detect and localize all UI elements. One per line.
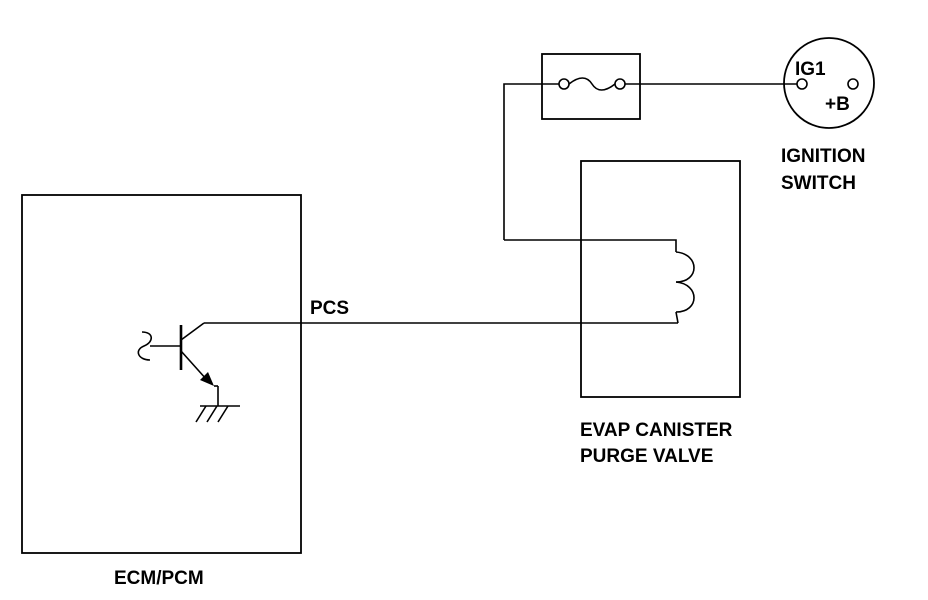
evap-valve-label-line1: EVAP CANISTER	[580, 420, 733, 441]
ground-icon	[195, 386, 240, 423]
plus-b-terminal	[847, 78, 859, 90]
ignition-label-line1: IGNITION	[781, 146, 865, 167]
ecm-pcm-label: ECM/PCM	[114, 568, 204, 589]
solenoid-coil-icon	[504, 239, 695, 324]
ecm-pcm-box	[21, 194, 302, 554]
ig1-terminal	[796, 78, 808, 90]
npn-transistor-icon	[137, 322, 218, 387]
fuse-box	[541, 53, 641, 120]
fuse-icon	[558, 77, 626, 91]
supply-wire	[503, 83, 560, 240]
pcs-label: PCS	[310, 298, 349, 319]
ignition-switch-body	[783, 37, 875, 129]
plus-b-label: +B	[825, 94, 850, 115]
ig1-label: IG1	[795, 59, 826, 80]
evap-purge-valve-box	[580, 160, 741, 398]
evap-valve-label-line2: PURGE VALVE	[580, 446, 713, 467]
ignition-label-line2: SWITCH	[781, 173, 856, 194]
